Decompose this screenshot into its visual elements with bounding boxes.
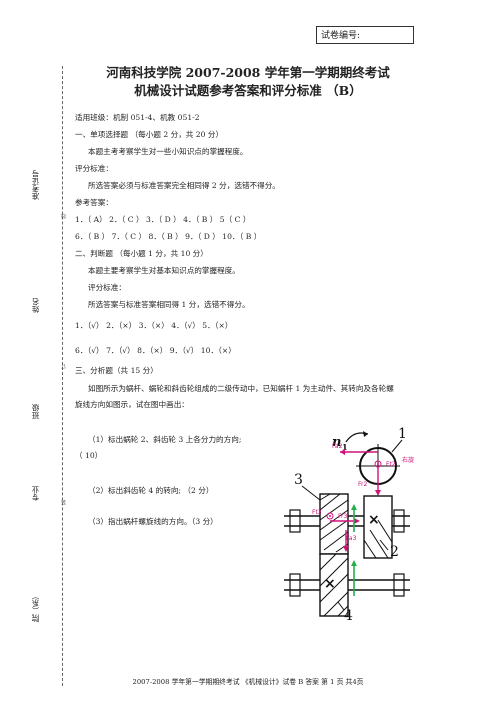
section1-std-label: 评分标准： xyxy=(75,164,113,173)
section2-title: 二、判断题 （每小题 1 分，共 10 分） xyxy=(75,249,208,258)
fa2-arrowhead xyxy=(340,449,345,455)
label-1: 1 xyxy=(398,426,407,442)
ft3-label: Ft3 xyxy=(312,509,322,516)
exam-number-box: 试卷编号: xyxy=(316,26,414,44)
section1-answers-row2: 6．（ B ） 7．（ C ） 8．（ B ） 9．（ D ） 10．（ B ） xyxy=(75,232,262,241)
gear-transmission-diagram: n 1 1 右旋 Fa2 Ft2 Fr2 × × Ft3 Fr3 Fa3 3 xyxy=(284,426,414,620)
ft2-label: Ft2 xyxy=(386,461,396,468)
fr3-label: Fr3 xyxy=(338,513,347,520)
section2-answers-row1: 1．（√） 2．（×） 3．（×） 4．（√） 5．（×） xyxy=(75,321,233,330)
bearing-left-upper xyxy=(289,509,301,533)
gear-3-hatch xyxy=(319,493,349,553)
leader-line-1 xyxy=(391,439,403,453)
gear-2-hatch xyxy=(363,519,393,559)
bearing-right-lower xyxy=(393,573,405,597)
sidebar-label-major: 专业 xyxy=(31,486,40,501)
section3-desc-line1: 如图所示为蜗杆、蜗轮和斜齿轮组成的二级传动中，已知蜗杆 1 为主动件、其转向及各… xyxy=(88,384,394,393)
leader-line-3 xyxy=(301,485,321,501)
fr2-label: Fr2 xyxy=(358,481,367,488)
binding-line xyxy=(62,66,63,686)
line-mark: 订 xyxy=(61,364,67,369)
label-2: 2 xyxy=(390,544,399,560)
bearing-left-lower xyxy=(289,573,301,597)
green-arrowhead-upper xyxy=(351,504,357,510)
line-mark: 线 xyxy=(61,214,67,219)
n1-label: n xyxy=(332,435,341,450)
page-title: 河南科技学院 2007-2008 学年第一学期期终考试 xyxy=(106,65,390,80)
cross-mark-upper: × xyxy=(368,512,380,528)
section2-std: 所选答案与标准答案相同得 1 分，选错不得分。 xyxy=(88,300,250,309)
ft3-symbol xyxy=(326,512,334,520)
section3-desc-line2: 旋线方向如图示，试在图中画出： xyxy=(75,400,189,409)
applicable-classes: 适用班级：机制 051-4、机教 051-2 xyxy=(75,113,200,122)
right-hand-label: 右旋 xyxy=(402,456,414,464)
fa3-arrowhead xyxy=(343,546,349,552)
fr3-arrowhead xyxy=(354,518,360,524)
sidebar-label-exam-id: 准考证号 xyxy=(31,170,40,200)
section3-question2: （2）标出斜齿轮 4 的转向; （2 分） xyxy=(88,486,214,495)
fa2-label: Fa2 xyxy=(332,443,343,450)
section1-answer-label: 参考答案： xyxy=(75,198,113,207)
section2-answers-row2: 6．（√） 7．（√） 8．（×） 9．（√） 10．（×） xyxy=(75,346,236,355)
leader-line-4 xyxy=(337,601,345,611)
section1-desc: 本题主考考察学生对一些小知识点的掌握程度。 xyxy=(88,147,248,156)
gear-3-body xyxy=(319,493,349,555)
section3-title: 三、分析题（共 15 分） xyxy=(75,366,158,375)
n1-subscript: 1 xyxy=(342,442,348,452)
cross-mark-lower: × xyxy=(324,576,336,592)
green-arrowhead-lower xyxy=(351,560,357,566)
line-mark: 装 xyxy=(61,500,67,505)
section2-desc: 本题主要考察学生对基本知识点的掌握程度。 xyxy=(88,266,240,275)
label-3: 3 xyxy=(294,472,303,488)
page-footer: 2007-2008 学年第一学期期终考试 《机械设计》试卷 B 答案 第 1 页… xyxy=(132,678,364,686)
leader-line-2 xyxy=(379,539,389,551)
sidebar-label-department: 院（系） xyxy=(31,592,40,622)
fr2-arrowhead xyxy=(375,490,381,496)
bearing-right-upper xyxy=(393,509,405,533)
section2-std-label: 评分标准： xyxy=(88,283,126,292)
section3-question1: （1）标出蜗轮 2、斜齿轮 3 上各分力的方向; xyxy=(88,435,242,444)
gear-4-hatch xyxy=(319,553,349,617)
section3-question1-points: （ 10） xyxy=(75,451,103,460)
sidebar-label-name: 姓名 xyxy=(31,298,40,313)
section1-std: 所选答案必须与标准答案完全相同得 2 分，选错不得分。 xyxy=(88,181,280,190)
section1-answers-row1: 1．（ A） 2．（ C ） 3．（ D ） 4．（ B ） 5（ C ） xyxy=(75,215,251,224)
sidebar-label-class: 班级 xyxy=(31,404,40,419)
fa3-label: Fa3 xyxy=(346,535,357,542)
ft3-dot xyxy=(329,515,331,517)
page-subtitle: 机械设计试题参考答案和评分标准 （B） xyxy=(134,83,362,98)
label-4: 4 xyxy=(344,608,353,620)
section1-title: 一、单项选择题 （每小题 2 分，共 20 分） xyxy=(75,130,224,139)
rotation-arrowhead xyxy=(363,431,368,437)
ft2-dot xyxy=(377,463,379,465)
section3-question3: （3）指出蜗杆螺旋线的方向。（3 分） xyxy=(88,517,218,526)
